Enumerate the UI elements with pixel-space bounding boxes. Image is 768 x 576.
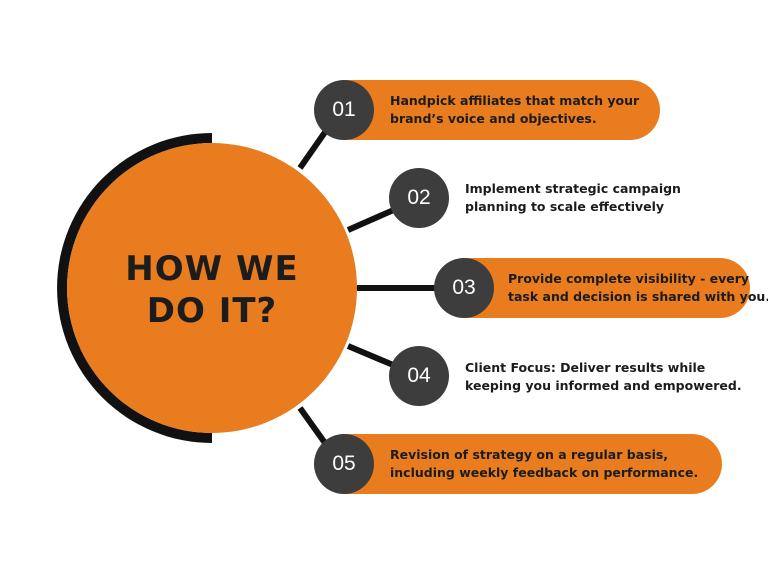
step-04-text-line-1: Client Focus: Deliver results while bbox=[465, 360, 706, 375]
hub-title: HOW WE DO IT? bbox=[92, 248, 332, 332]
step-05-text: Revision of strategy on a regular basis,… bbox=[390, 446, 698, 482]
step-04-text: Client Focus: Deliver results while keep… bbox=[465, 359, 742, 395]
step-05-text-line-2: including weekly feedback on performance… bbox=[390, 465, 699, 480]
step-05-text-line-1: Revision of strategy on a regular basis, bbox=[390, 447, 669, 462]
step-04-number-badge: 04 bbox=[389, 346, 449, 406]
step-01-text-line-1: Handpick affiliates that match your bbox=[390, 93, 640, 108]
step-03-text-line-1: Provide complete visibility - every bbox=[508, 271, 750, 286]
step-01-text-line-2: brand’s voice and objectives. bbox=[390, 111, 597, 126]
step-05-number-badge: 05 bbox=[314, 434, 374, 494]
step-04-text-line-2: keeping you informed and empowered. bbox=[465, 378, 742, 393]
step-01-pill bbox=[318, 80, 660, 140]
hub-title-line-2: DO IT? bbox=[146, 291, 278, 331]
step-02-text-line-2: planning to scale effectively bbox=[465, 199, 665, 214]
step-03-number-badge: 03 bbox=[434, 258, 494, 318]
step-01-number-badge: 01 bbox=[314, 80, 374, 140]
step-02-number-badge: 02 bbox=[389, 168, 449, 228]
step-05-pill bbox=[318, 434, 722, 494]
step-02-text-line-1: Implement strategic campaign bbox=[465, 181, 681, 196]
step-02-text: Implement strategic campaign planning to… bbox=[465, 180, 681, 216]
step-03-text-line-2: task and decision is shared with you. bbox=[508, 289, 768, 304]
step-03-text: Provide complete visibility - every task… bbox=[508, 270, 768, 306]
hub-circle bbox=[67, 143, 357, 433]
step-01-text: Handpick affiliates that match your bran… bbox=[390, 92, 639, 128]
hub-title-line-1: HOW WE bbox=[125, 249, 299, 289]
